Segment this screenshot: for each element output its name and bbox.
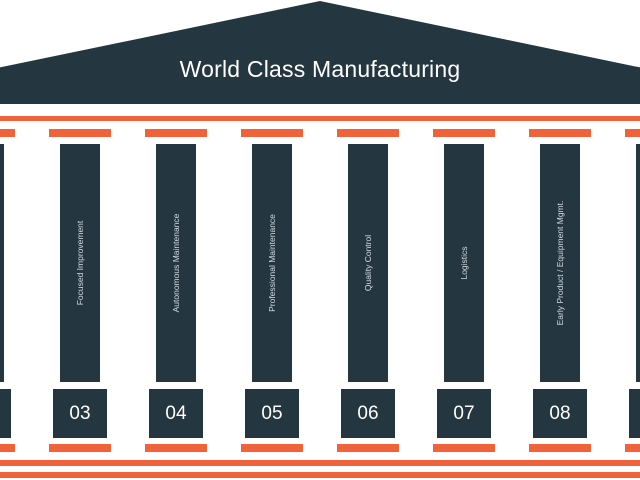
pillar-footing (433, 444, 495, 452)
pillar-label: Early Product / Equipment Mgmt. (555, 200, 565, 326)
pillar-capital (49, 129, 111, 137)
pillar-label: Professional Maintenance (267, 214, 277, 312)
diagram-title: World Class Manufacturing (179, 56, 461, 82)
pillar-number: 08 (549, 402, 571, 424)
pillar-number: 05 (261, 402, 283, 424)
pillar-shaft: Early Product / Equipment Mgmt. (540, 144, 580, 382)
pillar-shaft (0, 144, 4, 382)
pillar-shaft (636, 144, 640, 382)
pillar-footing (145, 444, 207, 452)
pillar-number (0, 389, 11, 438)
pillar-base (0, 389, 11, 438)
pillar-shaft: Focused Improvement (60, 144, 100, 382)
pillar-base (629, 389, 640, 438)
pillar-number: 03 (69, 402, 91, 424)
pillar-capital (625, 129, 640, 137)
pillar-number: 04 (165, 402, 187, 424)
pillar-label: Focused Improvement (75, 220, 85, 306)
pillar-base: 03 (53, 389, 107, 438)
pillar-capital (0, 129, 15, 137)
pillar-shaft: Quality Control (348, 144, 388, 382)
top-band (0, 116, 640, 121)
pillar-base: 04 (149, 389, 203, 438)
pillar-footing (529, 444, 591, 452)
pillar-number (629, 389, 640, 438)
pillar-footing (49, 444, 111, 452)
roof (0, 1, 640, 104)
pillar-footing (241, 444, 303, 452)
pillar-capital (337, 129, 399, 137)
pillar-shaft: Logistics (444, 144, 484, 382)
pillar-base: 06 (341, 389, 395, 438)
pillar-shaft: Autonomous Maintenance (156, 144, 196, 382)
pillar-shaft: Professional Maintenance (252, 144, 292, 382)
pillar-capital (241, 129, 303, 137)
pillar-footing (337, 444, 399, 452)
pillar-capital (433, 129, 495, 137)
pillar-base: 07 (437, 389, 491, 438)
pillar-footing (625, 444, 640, 452)
pillar-footing (0, 444, 15, 452)
pillar-capital (529, 129, 591, 137)
pillar-capital (145, 129, 207, 137)
pillar-label: Autonomous Maintenance (171, 213, 181, 313)
pillar-label: Quality Control (363, 234, 373, 292)
pillar-base: 08 (533, 389, 587, 438)
pillar-label: Logistics (459, 246, 469, 280)
bottom-band-lower (0, 472, 640, 478)
pillar-base: 05 (245, 389, 299, 438)
bottom-band-upper (0, 460, 640, 466)
pillar-number: 07 (453, 402, 475, 424)
pillar-number: 06 (357, 402, 379, 424)
